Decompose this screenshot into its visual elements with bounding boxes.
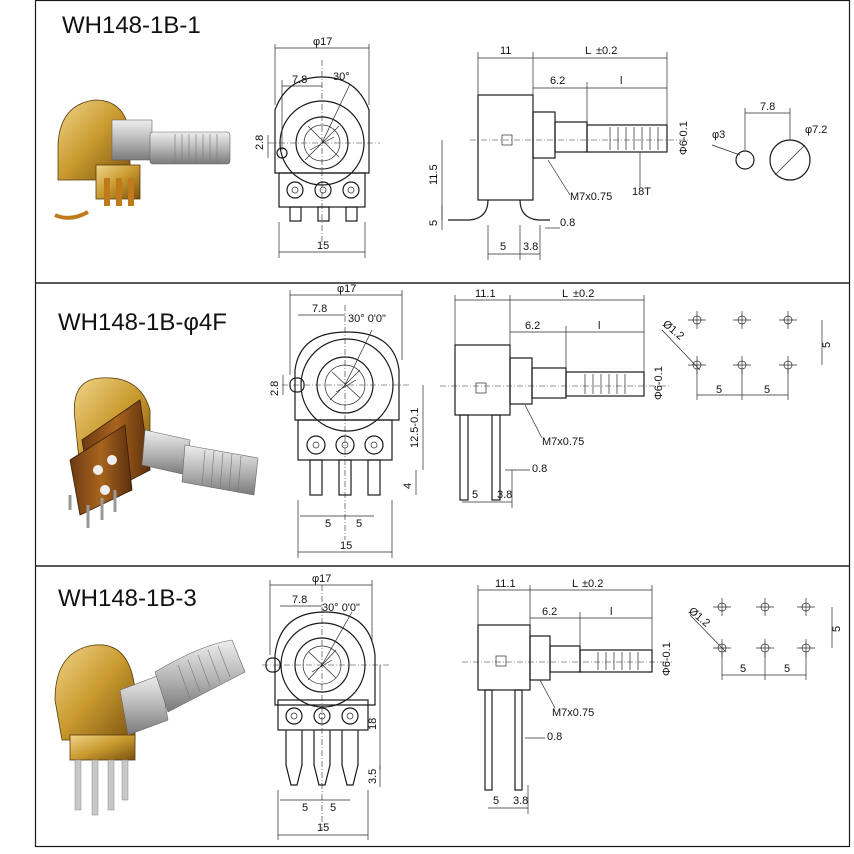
side-view: 11.1 L ±0.2 6.2 l 5 3.8 0.8 M7x0.75 Φ6-0… — [462, 578, 673, 814]
dim-pitch-a: 5 — [302, 802, 308, 814]
section-wh148-1b-1: WH148-1B-1 φ1 — [54, 12, 827, 260]
mounting-holes: 7.8 φ3 φ7.2 — [711, 101, 827, 181]
section-title: WH148-1B-φ4F — [58, 309, 227, 336]
dim-pin-pitch: 5 — [500, 241, 506, 253]
dim-hole-dia: Ø1.2 — [660, 318, 686, 343]
dim-diameter: φ17 — [313, 36, 332, 48]
dim-height: 18 — [367, 718, 379, 730]
dim-col-pitch-a: 5 — [716, 384, 722, 396]
product-photo — [54, 99, 231, 220]
dim-width: 15 — [317, 240, 329, 252]
dim-pin-h: 5 — [428, 220, 440, 226]
dim-length-tol: ±0.2 — [596, 45, 617, 57]
dim-pin-h: 3.5 — [367, 769, 379, 784]
dim-angle: 30° 0'0" — [322, 602, 360, 614]
dim-diameter: φ17 — [337, 283, 356, 295]
shaft-dia: Φ6-0.1 — [653, 366, 665, 400]
dim-bush: 6.2 — [542, 606, 557, 618]
dim-body-depth: 11.1 — [495, 578, 516, 590]
dim-pitch-b: 5 — [356, 518, 362, 530]
shaft-dia: Φ6-0.1 — [661, 642, 673, 676]
dim-hole-dia: Ø1.2 — [686, 605, 712, 630]
shaft-dia: Φ6-0.1 — [678, 121, 690, 155]
sheet-frame — [34, 0, 851, 848]
dim-pitch-b: 5 — [330, 802, 336, 814]
thread-label: M7x0.75 — [542, 436, 584, 448]
dim-col-pitch-a: 5 — [740, 663, 746, 675]
dim-diameter: φ17 — [312, 573, 331, 585]
mounting-holes: Ø1.2 5 5 5 — [686, 598, 843, 680]
dim-height: 12.5-0.1 — [409, 408, 421, 448]
dim-length: L — [585, 45, 591, 57]
dim-hole-pitch: 7.8 — [760, 101, 775, 113]
dim-slot: 2.8 — [269, 381, 281, 396]
dim-offset: 7.8 — [292, 74, 307, 86]
dim-bush: 6.2 — [550, 75, 565, 87]
dim-pin-pitch: 5 — [472, 489, 478, 501]
dim-pin-thk: 0.8 — [532, 463, 547, 475]
dim-length: L — [572, 578, 578, 590]
section-title: WH148-1B-3 — [58, 585, 197, 612]
dim-pin-offset: 3.8 — [523, 241, 538, 253]
dim-pitch-a: 5 — [325, 518, 331, 530]
dim-slot: 2.8 — [254, 135, 266, 150]
side-view: 11 L ±0.2 6.2 l 11.5 5 5 3.8 0.8 M7x0.75… — [428, 45, 690, 260]
dim-shaft-len: l — [620, 75, 622, 87]
dim-offset: 7.8 — [312, 303, 327, 315]
dim-length: L — [562, 288, 568, 300]
dim-pin-h: 4 — [402, 483, 414, 489]
dim-angle: 30° 0'0" — [348, 313, 386, 325]
front-view: φ17 7.8 30° 0'0" 18 3.5 5 5 15 — [262, 573, 390, 840]
dim-width: 15 — [340, 540, 352, 552]
dim-length-tol: ±0.2 — [582, 578, 603, 590]
dim-bush: 6.2 — [525, 320, 540, 332]
knurl-label: 18T — [632, 186, 651, 198]
product-photo — [68, 377, 259, 528]
dim-shaft-len: l — [598, 320, 600, 332]
dim-large-hole: φ7.2 — [805, 124, 827, 136]
dim-small-hole: φ3 — [712, 129, 725, 141]
front-view: φ17 7.8 30° 2.8 15 — [254, 36, 380, 258]
dim-body-depth: 11.1 — [475, 288, 496, 300]
thread-label: M7x0.75 — [570, 191, 612, 203]
dim-col-pitch-b: 5 — [784, 663, 790, 675]
product-photo — [54, 639, 246, 816]
dim-body-depth: 11 — [500, 45, 511, 57]
mounting-holes: Ø1.2 5 5 5 — [660, 311, 833, 400]
front-view: φ17 7.8 30° 0'0" 2.8 12.5-0.1 4 5 5 15 — [269, 283, 424, 558]
thread-label: M7x0.75 — [552, 707, 594, 719]
dim-pin-pitch: 5 — [493, 795, 499, 807]
dim-pin-offset: 3.8 — [513, 795, 528, 807]
dim-row-pitch: 5 — [821, 342, 833, 348]
section-title: WH148-1B-1 — [62, 12, 201, 39]
section-wh148-1b-3: WH148-1B-3 — [54, 573, 843, 840]
dim-height: 11.5 — [428, 164, 440, 185]
dim-offset: 7.8 — [292, 594, 307, 606]
dim-angle: 30° — [333, 71, 350, 83]
dim-row-pitch: 5 — [831, 626, 843, 632]
dim-pin-offset: 3.8 — [497, 489, 512, 501]
dim-pin-thk: 0.8 — [547, 731, 562, 743]
dim-length-tol: ±0.2 — [573, 288, 594, 300]
section-wh148-1b-4f: WH148-1B-φ4F φ17 — [58, 283, 833, 558]
dim-shaft-len: l — [610, 606, 612, 618]
side-view: 11.1 L ±0.2 6.2 l 5 3.8 0.8 M7x0.75 Φ6-0… — [440, 288, 670, 508]
dim-pin-thk: 0.8 — [560, 217, 575, 229]
dim-width: 15 — [317, 822, 329, 834]
dim-col-pitch-b: 5 — [764, 384, 770, 396]
